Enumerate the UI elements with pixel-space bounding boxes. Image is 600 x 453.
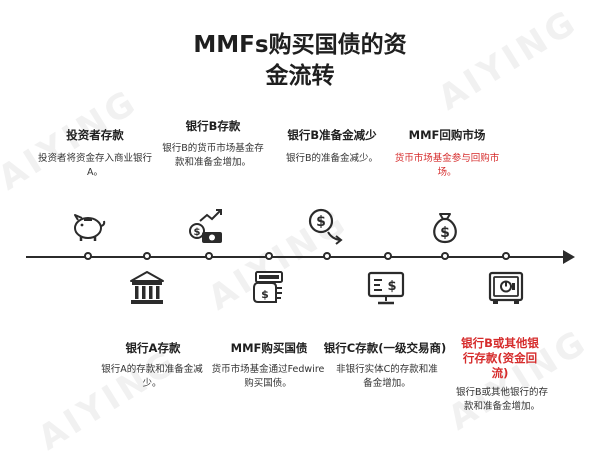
event-desc-bank-b-reserves-decrease: 银行B的准备金减少。	[285, 153, 379, 164]
svg-text:$: $	[387, 279, 396, 294]
event-desc-funds-return: 银行B或其他银行的存款和准备金增加。	[455, 387, 549, 412]
timeline-node	[205, 252, 213, 260]
timeline-arrowhead	[563, 250, 575, 264]
event-heading-bank-b-reserves-decrease: 银行B准备金减少	[287, 128, 377, 142]
event-heading-bank-b-deposit: 银行B存款	[185, 119, 241, 133]
svg-text:$: $	[440, 225, 450, 241]
svg-text:$: $	[261, 288, 269, 301]
event-heading-mmf-repo-market: MMF回购市场	[408, 128, 486, 142]
bank-icon	[127, 268, 167, 308]
timeline-node	[84, 252, 92, 260]
timeline-line	[26, 256, 570, 258]
event-heading-investor-deposit: 投资者存款	[66, 128, 124, 142]
piggy-bank-icon	[68, 206, 108, 246]
title-line-2: 金流转	[265, 63, 335, 89]
event-heading-bank-a-deposit: 银行A存款	[125, 341, 181, 355]
coin-decline-icon: $	[306, 206, 346, 246]
event-heading-funds-return: 银行B或其他银行存款(资金回流)	[461, 336, 539, 380]
cash-payment-icon: $	[248, 268, 288, 308]
event-desc-bank-a-deposit: 银行A的存款和准备金减少。	[101, 364, 203, 389]
event-desc-bank-c-deposit: 非银行实体C的存款和准备金增加。	[336, 364, 438, 389]
watermark: AIYING	[31, 341, 186, 453]
safe-icon	[486, 268, 526, 308]
timeline-node	[384, 252, 392, 260]
title-line-1: MMFs购买国债的资	[193, 32, 407, 58]
timeline-node	[143, 252, 151, 260]
timeline-node	[265, 252, 273, 260]
event-desc-bank-b-deposit: 银行B的货币市场基金存款和准备金增加。	[162, 143, 264, 168]
svg-text:$: $	[316, 214, 326, 230]
money-growth-icon: $	[186, 207, 226, 247]
timeline-node	[502, 252, 510, 260]
diagram-title: MMFs购买国债的资 金流转	[160, 30, 440, 92]
computer-dollar-icon: $	[366, 268, 406, 308]
timeline-node	[323, 252, 331, 260]
event-desc-mmf-repo-market: 货币市场基金参与回购市场。	[394, 153, 500, 178]
svg-text:$: $	[194, 227, 201, 238]
watermark: AIYING	[431, 1, 586, 119]
event-heading-mmf-buy-treasuries: MMF购买国债	[230, 341, 308, 355]
event-desc-mmf-buy-treasuries: 货币市场基金通过Fedwire购买国债。	[211, 364, 325, 389]
event-heading-bank-c-deposit: 银行C存款(一级交易商)	[323, 341, 447, 355]
money-bag-icon: $	[425, 206, 465, 246]
timeline-node	[441, 252, 449, 260]
event-desc-investor-deposit: 投资者将资金存入商业银行A。	[37, 153, 152, 178]
